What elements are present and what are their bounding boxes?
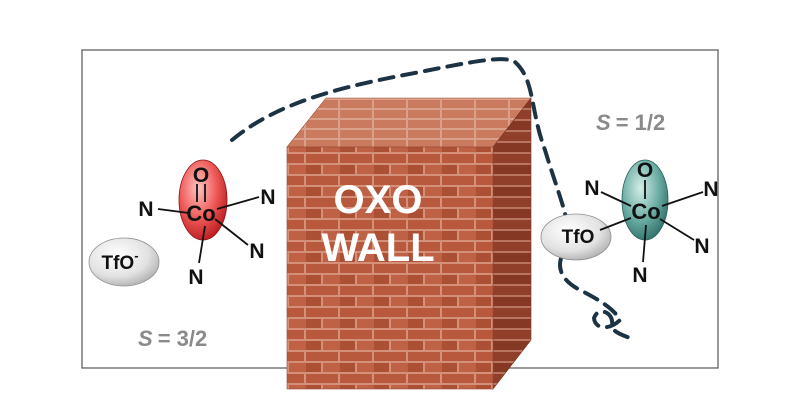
right-anion-oval bbox=[540, 213, 612, 261]
left-cobalt-atom: Co bbox=[186, 201, 215, 226]
left-anion-formula: TfO bbox=[101, 253, 134, 274]
right-bond-n-upper-left bbox=[600, 191, 632, 207]
wall-label-line1: OXO bbox=[334, 178, 423, 222]
wall-front-face bbox=[286, 146, 494, 390]
right-ligand-n-upper-left: N bbox=[584, 177, 599, 200]
right-ligand-n-lower-right: N bbox=[694, 235, 709, 258]
left-ligand-n-bottom: N bbox=[188, 266, 203, 289]
right-anion-label: TfO bbox=[562, 227, 595, 248]
left-ligand-n-left: N bbox=[138, 198, 153, 221]
right-bond-tfo bbox=[599, 217, 632, 231]
left-anion-charge: - bbox=[134, 248, 138, 263]
right-spin-value: = 1/2 bbox=[616, 110, 666, 135]
left-ligand-n-upper-right: N bbox=[260, 186, 275, 209]
right-bond-n-upper-right bbox=[661, 191, 704, 207]
left-bond-n-lower-right bbox=[214, 218, 249, 246]
left-spin-symbol: S bbox=[138, 326, 153, 351]
left-spin-value: = 3/2 bbox=[158, 326, 208, 351]
right-bond-n-bottom bbox=[642, 224, 647, 263]
right-cobalt-atom: Co bbox=[631, 199, 660, 224]
right-spin-symbol: S bbox=[596, 110, 611, 135]
left-cobalt-complex: O Co N N N N TfO- S= 3/2 bbox=[88, 159, 276, 351]
right-ligand-n-bottom: N bbox=[632, 264, 647, 287]
left-bond-n-left bbox=[157, 208, 190, 214]
right-oxo-atom: O bbox=[637, 159, 653, 182]
left-spin-label: S= 3/2 bbox=[138, 326, 207, 351]
left-bond-n-upper-right bbox=[216, 196, 260, 210]
right-bond-n-lower-right bbox=[659, 218, 695, 241]
right-ligand-n-upper-right: N bbox=[703, 178, 718, 201]
left-ligand-n-lower-right: N bbox=[249, 240, 264, 263]
right-cobalt-complex: O Co N N N N TfO S= 1/2 bbox=[540, 110, 719, 287]
brick-wall: OXO WALL bbox=[286, 97, 532, 390]
left-anion-oval bbox=[88, 237, 160, 287]
left-bond-n-bottom bbox=[198, 225, 206, 264]
right-spin-label: S= 1/2 bbox=[596, 110, 665, 135]
wall-side-face bbox=[492, 97, 532, 390]
left-oxo-atom: O bbox=[193, 164, 209, 187]
left-anion-label: TfO- bbox=[101, 248, 138, 274]
wall-label-line2: WALL bbox=[321, 226, 434, 270]
wall-top-face bbox=[286, 97, 532, 148]
